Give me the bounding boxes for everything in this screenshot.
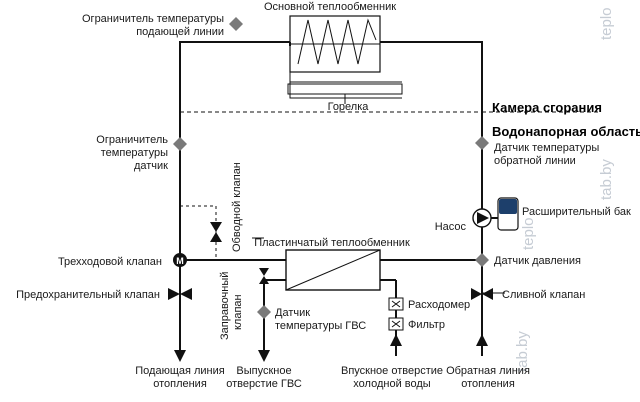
three-way-label: Трехходовой клапан (58, 256, 162, 268)
cold-in-label-2: холодной воды (353, 378, 430, 390)
burner-label: Горелка (328, 101, 370, 113)
flowmeter-label: Расходомер (408, 299, 470, 311)
flow-arrows (174, 334, 488, 362)
plate-hx-diag (285, 249, 381, 291)
fill-valve-label-2: клапан (232, 294, 244, 330)
plate-heat-exchanger (285, 249, 381, 291)
water-zone-label: Водонапорная область (492, 124, 640, 139)
return-in-label-2: отопления (461, 378, 515, 390)
expansion-tank[interactable] (497, 197, 519, 231)
return-sensor-label-1: Датчик температуры (494, 142, 599, 154)
watermark-text-1: teplo (598, 7, 615, 40)
filter-label: Фильтр (408, 319, 445, 331)
hx-zigzag (297, 18, 377, 65)
watermark: teplo tab.by tab.by teplo (514, 7, 615, 372)
sensor-limiter-label-2: температуры (101, 147, 168, 159)
watermark-text-2: tab.by (598, 159, 615, 200)
valve-symbol: M (176, 256, 184, 266)
tank-fill (499, 199, 517, 214)
labels: Основной теплообменник Горелка Ограничит… (16, 1, 640, 390)
pressure-sensor-label: Датчик давления (494, 255, 581, 267)
pump-arrow-icon (477, 212, 489, 224)
watermark-text-3: tab.by (514, 331, 531, 372)
return-pipe (380, 41, 483, 352)
main-heat-exchanger (289, 15, 381, 73)
diamond-sensor-icon[interactable] (173, 137, 187, 151)
drain-valve[interactable] (471, 288, 493, 300)
dhw-out-label-1: Выпускное (236, 365, 291, 377)
valve-icon[interactable] (482, 288, 493, 300)
expansion-tank-label: Расширительный бак (522, 206, 631, 218)
valve-icon[interactable] (210, 222, 222, 232)
supply-out-label-1: Подающая линия (135, 365, 225, 377)
watermark-text-4: teplo (520, 217, 537, 250)
valve-icon[interactable] (173, 253, 187, 267)
supply-pipe (179, 41, 290, 352)
sensors (173, 17, 489, 319)
bypass-valve[interactable] (210, 222, 222, 242)
filter[interactable] (388, 317, 404, 331)
filter-cross (391, 320, 401, 328)
diamond-sensor-icon[interactable] (475, 253, 489, 267)
flowmeter[interactable] (388, 297, 404, 311)
safety-valve[interactable] (168, 288, 192, 300)
pump-label: Насос (435, 221, 467, 233)
burner (287, 83, 403, 104)
burner-body (287, 83, 403, 95)
valve-icon[interactable] (180, 288, 192, 300)
burner-pipe (289, 72, 402, 83)
combustion-zone-label: Камера сгорания (492, 100, 602, 115)
main-hx-label: Основной теплообменник (264, 1, 396, 13)
three-way-valve[interactable]: M (173, 253, 187, 267)
valve-icon[interactable] (471, 288, 482, 300)
safety-valve-label: Предохранительный клапан (16, 289, 160, 301)
return-sensor-label-2: обратной линии (494, 155, 576, 167)
drain-valve-label: Сливной клапан (502, 289, 585, 301)
diamond-sensor-icon[interactable] (229, 17, 243, 31)
flowmeter-cross (391, 300, 401, 308)
bypass-label: Обводной клапан (231, 162, 243, 252)
supply-limiter-label-1: Ограничитель температуры (82, 13, 224, 25)
dhw-sensor-label-2: температуры ГВС (275, 320, 366, 332)
fill-valve-label-1: Заправочный (219, 272, 231, 340)
dhw-out-label-2: отверстие ГВС (226, 378, 302, 390)
sensor-limiter-label-3: датчик (134, 160, 168, 172)
dhw-sensor-label-1: Датчик (275, 307, 310, 319)
sensor-limiter-label-1: Ограничитель (96, 134, 168, 146)
diamond-sensor-icon[interactable] (257, 305, 271, 319)
burner-pipe-2 (289, 82, 402, 99)
valve-icon[interactable] (168, 288, 180, 300)
valve-icon[interactable] (210, 232, 222, 242)
return-in-label-1: Обратная линия (446, 365, 530, 377)
diamond-sensor-icon[interactable] (475, 136, 489, 150)
supply-out-label-2: отопления (153, 378, 207, 390)
valve-icon[interactable] (259, 268, 269, 276)
pump[interactable] (472, 208, 492, 228)
plate-hx-label: Пластинчатый теплообменник (254, 237, 410, 249)
fill-valve[interactable] (259, 268, 269, 284)
cold-in-label-1: Впускное отверстие (341, 365, 443, 377)
valve-icon[interactable] (259, 276, 269, 284)
supply-limiter-label-2: подающей линии (136, 26, 224, 38)
